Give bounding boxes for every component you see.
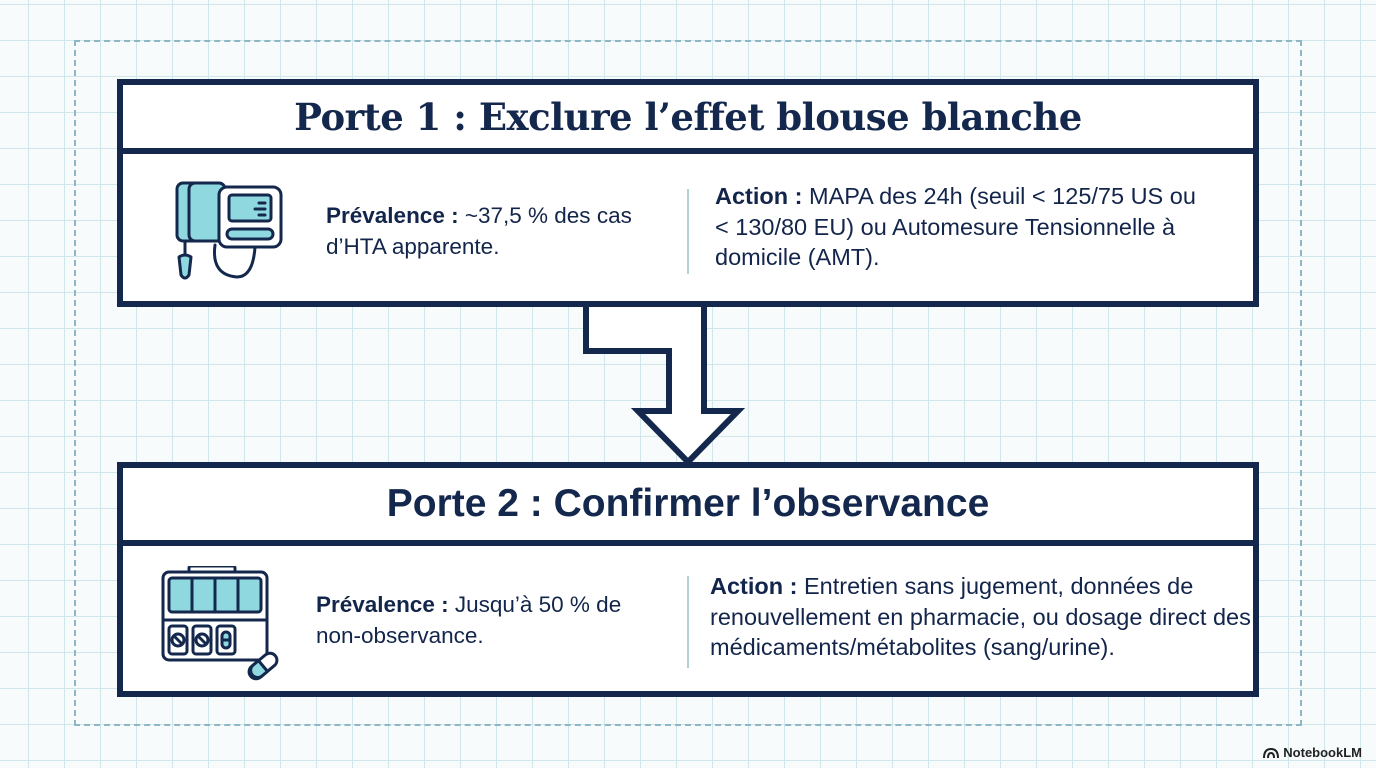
notebooklm-brand: NotebookLM [1263, 745, 1362, 760]
gate-2-action-label: Action : [710, 573, 798, 599]
gate-1-action: Action : MAPA des 24h (seuil < 125/75 US… [715, 181, 1215, 273]
gate-1-prevalence-label: Prévalence : [326, 203, 459, 228]
dashed-frame [74, 40, 1302, 726]
gate-1-divider [687, 189, 689, 274]
gate-2-action-value: Entretien sans jugement, données de reno… [710, 573, 1251, 660]
gate-2-prevalence-label: Prévalence : [316, 592, 449, 617]
pill-organizer-icon [159, 564, 284, 689]
brand-label: NotebookLM [1283, 745, 1362, 760]
gate-1-body: Prévalence : ~37,5 % des cas d’HTA appar… [123, 154, 1253, 307]
gate-2-action: Action : Entretien sans jugement, donnée… [710, 571, 1255, 663]
gate-1-prevalence: Prévalence : ~37,5 % des cas d’HTA appar… [326, 200, 646, 262]
gate-1-action-label: Action : [715, 183, 803, 209]
gate-2-body: Prévalence : Jusqu’à 50 % de non-observa… [123, 546, 1253, 697]
gate-2-prevalence-value: Jusqu’à 50 % de non-observance. [316, 592, 622, 648]
gate-2-divider [687, 576, 689, 668]
gate-2-prevalence: Prévalence : Jusqu’à 50 % de non-observa… [316, 589, 646, 651]
blood-pressure-monitor-icon [171, 175, 286, 292]
gate-1-prevalence-value: ~37,5 % des cas d’HTA apparente. [326, 203, 632, 259]
notebooklm-logo-icon [1263, 747, 1280, 758]
gate-1-card: Porte 1 : Exclure l’effet blouse blanche [117, 79, 1259, 307]
gate-2-card: Porte 2 : Confirmer l’observance [117, 462, 1259, 697]
gate-1-title: Porte 1 : Exclure l’effet blouse blanche [123, 85, 1253, 154]
gate-1-action-value: MAPA des 24h (seuil < 125/75 US ou < 130… [715, 183, 1196, 270]
gate-2-title: Porte 2 : Confirmer l’observance [123, 468, 1253, 546]
